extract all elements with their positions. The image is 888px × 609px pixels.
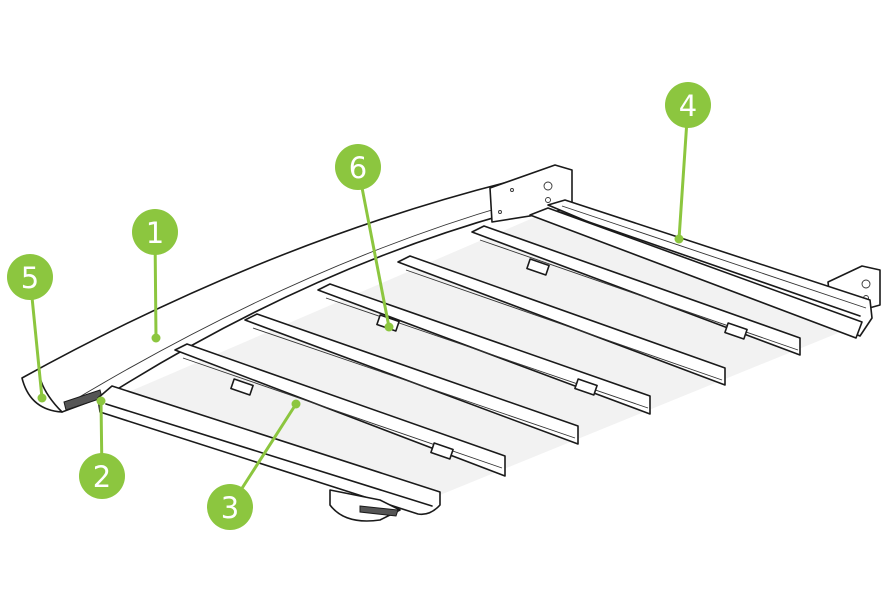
- callout-2: 2: [79, 453, 125, 499]
- wall-profile-bar: [529, 199, 873, 339]
- front-gutter-beam: [97, 385, 441, 522]
- callout-6-label: 6: [349, 151, 367, 185]
- slat-4: [244, 313, 579, 445]
- leader-dot-2: [96, 396, 106, 406]
- leader-6: [356, 165, 391, 329]
- callout-4-label: 4: [679, 89, 697, 123]
- callout-1-label: 1: [146, 216, 164, 250]
- leader-dot-1: [151, 333, 161, 343]
- callout-5-label: 5: [21, 261, 39, 295]
- callout-3-label: 3: [221, 491, 239, 525]
- callout-badges: 1 2 3 4 5 6: [7, 82, 711, 530]
- callout-5: 5: [7, 254, 53, 300]
- slat-2: [397, 255, 726, 386]
- slat-3: [317, 283, 651, 415]
- callout-1: 1: [132, 209, 178, 255]
- slats: [174, 225, 801, 477]
- callout-4: 4: [665, 82, 711, 128]
- slat-1: [471, 225, 801, 356]
- callout-3: 3: [207, 484, 253, 530]
- leader-dot-6: [384, 322, 394, 332]
- callout-2-label: 2: [93, 460, 111, 494]
- callout-6: 6: [335, 144, 381, 190]
- leader-dot-4: [674, 234, 684, 244]
- slat-5: [174, 343, 506, 477]
- leader-dot-3: [291, 399, 301, 409]
- leader-dot-5: [37, 393, 47, 403]
